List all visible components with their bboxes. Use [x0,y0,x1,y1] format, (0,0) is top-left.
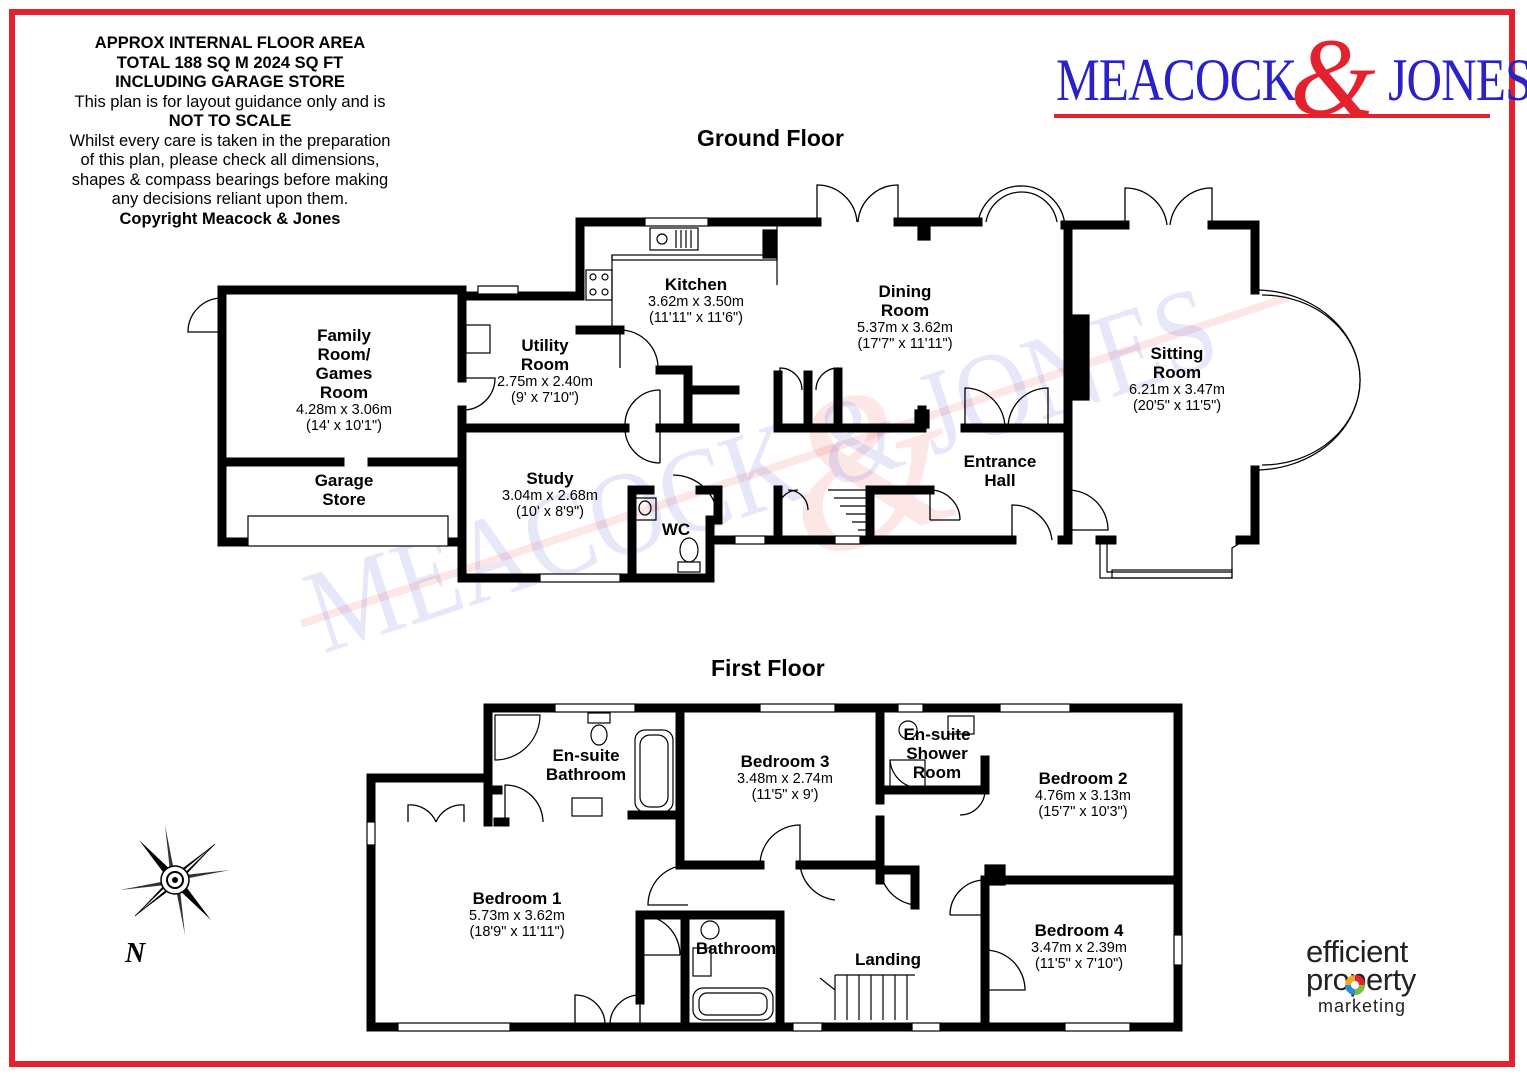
aperture-icon [1345,975,1365,995]
page-border [9,9,1515,1067]
disclaimer-line: shapes & compass bearings before making [71,170,389,189]
floor-area-note: INCLUDING GARAGE STORE [115,73,345,91]
room-label-wc: WC [661,520,691,539]
disclaimer-notice: APPROX INTERNAL FLOOR AREA TOTAL 188 SQ … [40,34,420,229]
floor-area-heading: APPROX INTERNAL FLOOR AREA [94,34,366,52]
room-label-ensuite-bathroom: En-suite Bathroom [545,746,627,784]
compass-north-label: N [125,938,146,969]
room-label-bedroom-3: Bedroom 3 3.48m x 2.74m (11'5" x 9') [737,752,833,803]
room-label-kitchen: Kitchen 3.62m x 3.50m (11'11" x 11'6") [648,275,744,326]
room-label-landing: Landing [854,950,922,969]
room-label-study: Study 3.04m x 2.68m (10' x 8'9") [502,469,598,520]
windows [247,217,1233,1032]
not-to-scale: NOT TO SCALE [168,112,292,130]
room-label-bedroom-2: Bedroom 2 4.76m x 3.13m (15'7" x 10'3") [1035,769,1131,820]
disclaimer-line: any decisions reliant upon them. [111,190,349,208]
disclaimer-line: This plan is for layout guidance only an… [74,92,386,111]
brand-ampersand: & [1290,16,1376,138]
bay-window [1099,289,1361,579]
room-label-bathroom: Bathroom [695,939,777,958]
disclaimer-line: of this plan, please check all dimension… [80,151,380,169]
disclaimer-line: Whilst every care is taken in the prepar… [69,131,391,150]
room-label-garage-store: Garage Store [314,471,374,509]
room-label-bedroom-1: Bedroom 1 5.73m x 3.62m (18'9" x 11'11") [469,889,565,940]
room-label-family-room: Family Room/ Games Room 4.28m x 3.06m (1… [296,326,392,434]
compass-rose: N [115,820,235,980]
room-label-sitting-room: Sitting Room 6.21m x 3.47m (20'5" x 11'5… [1129,344,1225,414]
room-label-bedroom-4: Bedroom 4 3.47m x 2.39m (11'5" x 7'10") [1031,921,1127,972]
brand-underline [1054,114,1490,118]
fixtures [465,221,1090,1021]
room-label-entrance-hall: Entrance Hall [963,452,1037,490]
efficient-property-marketing-logo: efficient property marketing [1306,934,1416,1017]
copyright-line: Copyright Meacock & Jones [119,209,341,228]
ground-floor-title: Ground Floor [697,125,844,151]
room-label-utility-room: Utility Room 2.75m x 2.40m (9' x 7'10") [497,336,593,406]
first-floor-title: First Floor [711,655,825,681]
compass-icon [120,825,230,935]
door-swings [187,184,1213,1028]
room-label-dining-room: Dining Room 5.37m x 3.62m (17'7" x 11'11… [857,282,953,352]
floor-area-total: TOTAL 188 SQ M 2024 SQ FT [116,53,344,72]
room-label-ensuite-shower-room: En-suite Shower Room [903,725,971,782]
